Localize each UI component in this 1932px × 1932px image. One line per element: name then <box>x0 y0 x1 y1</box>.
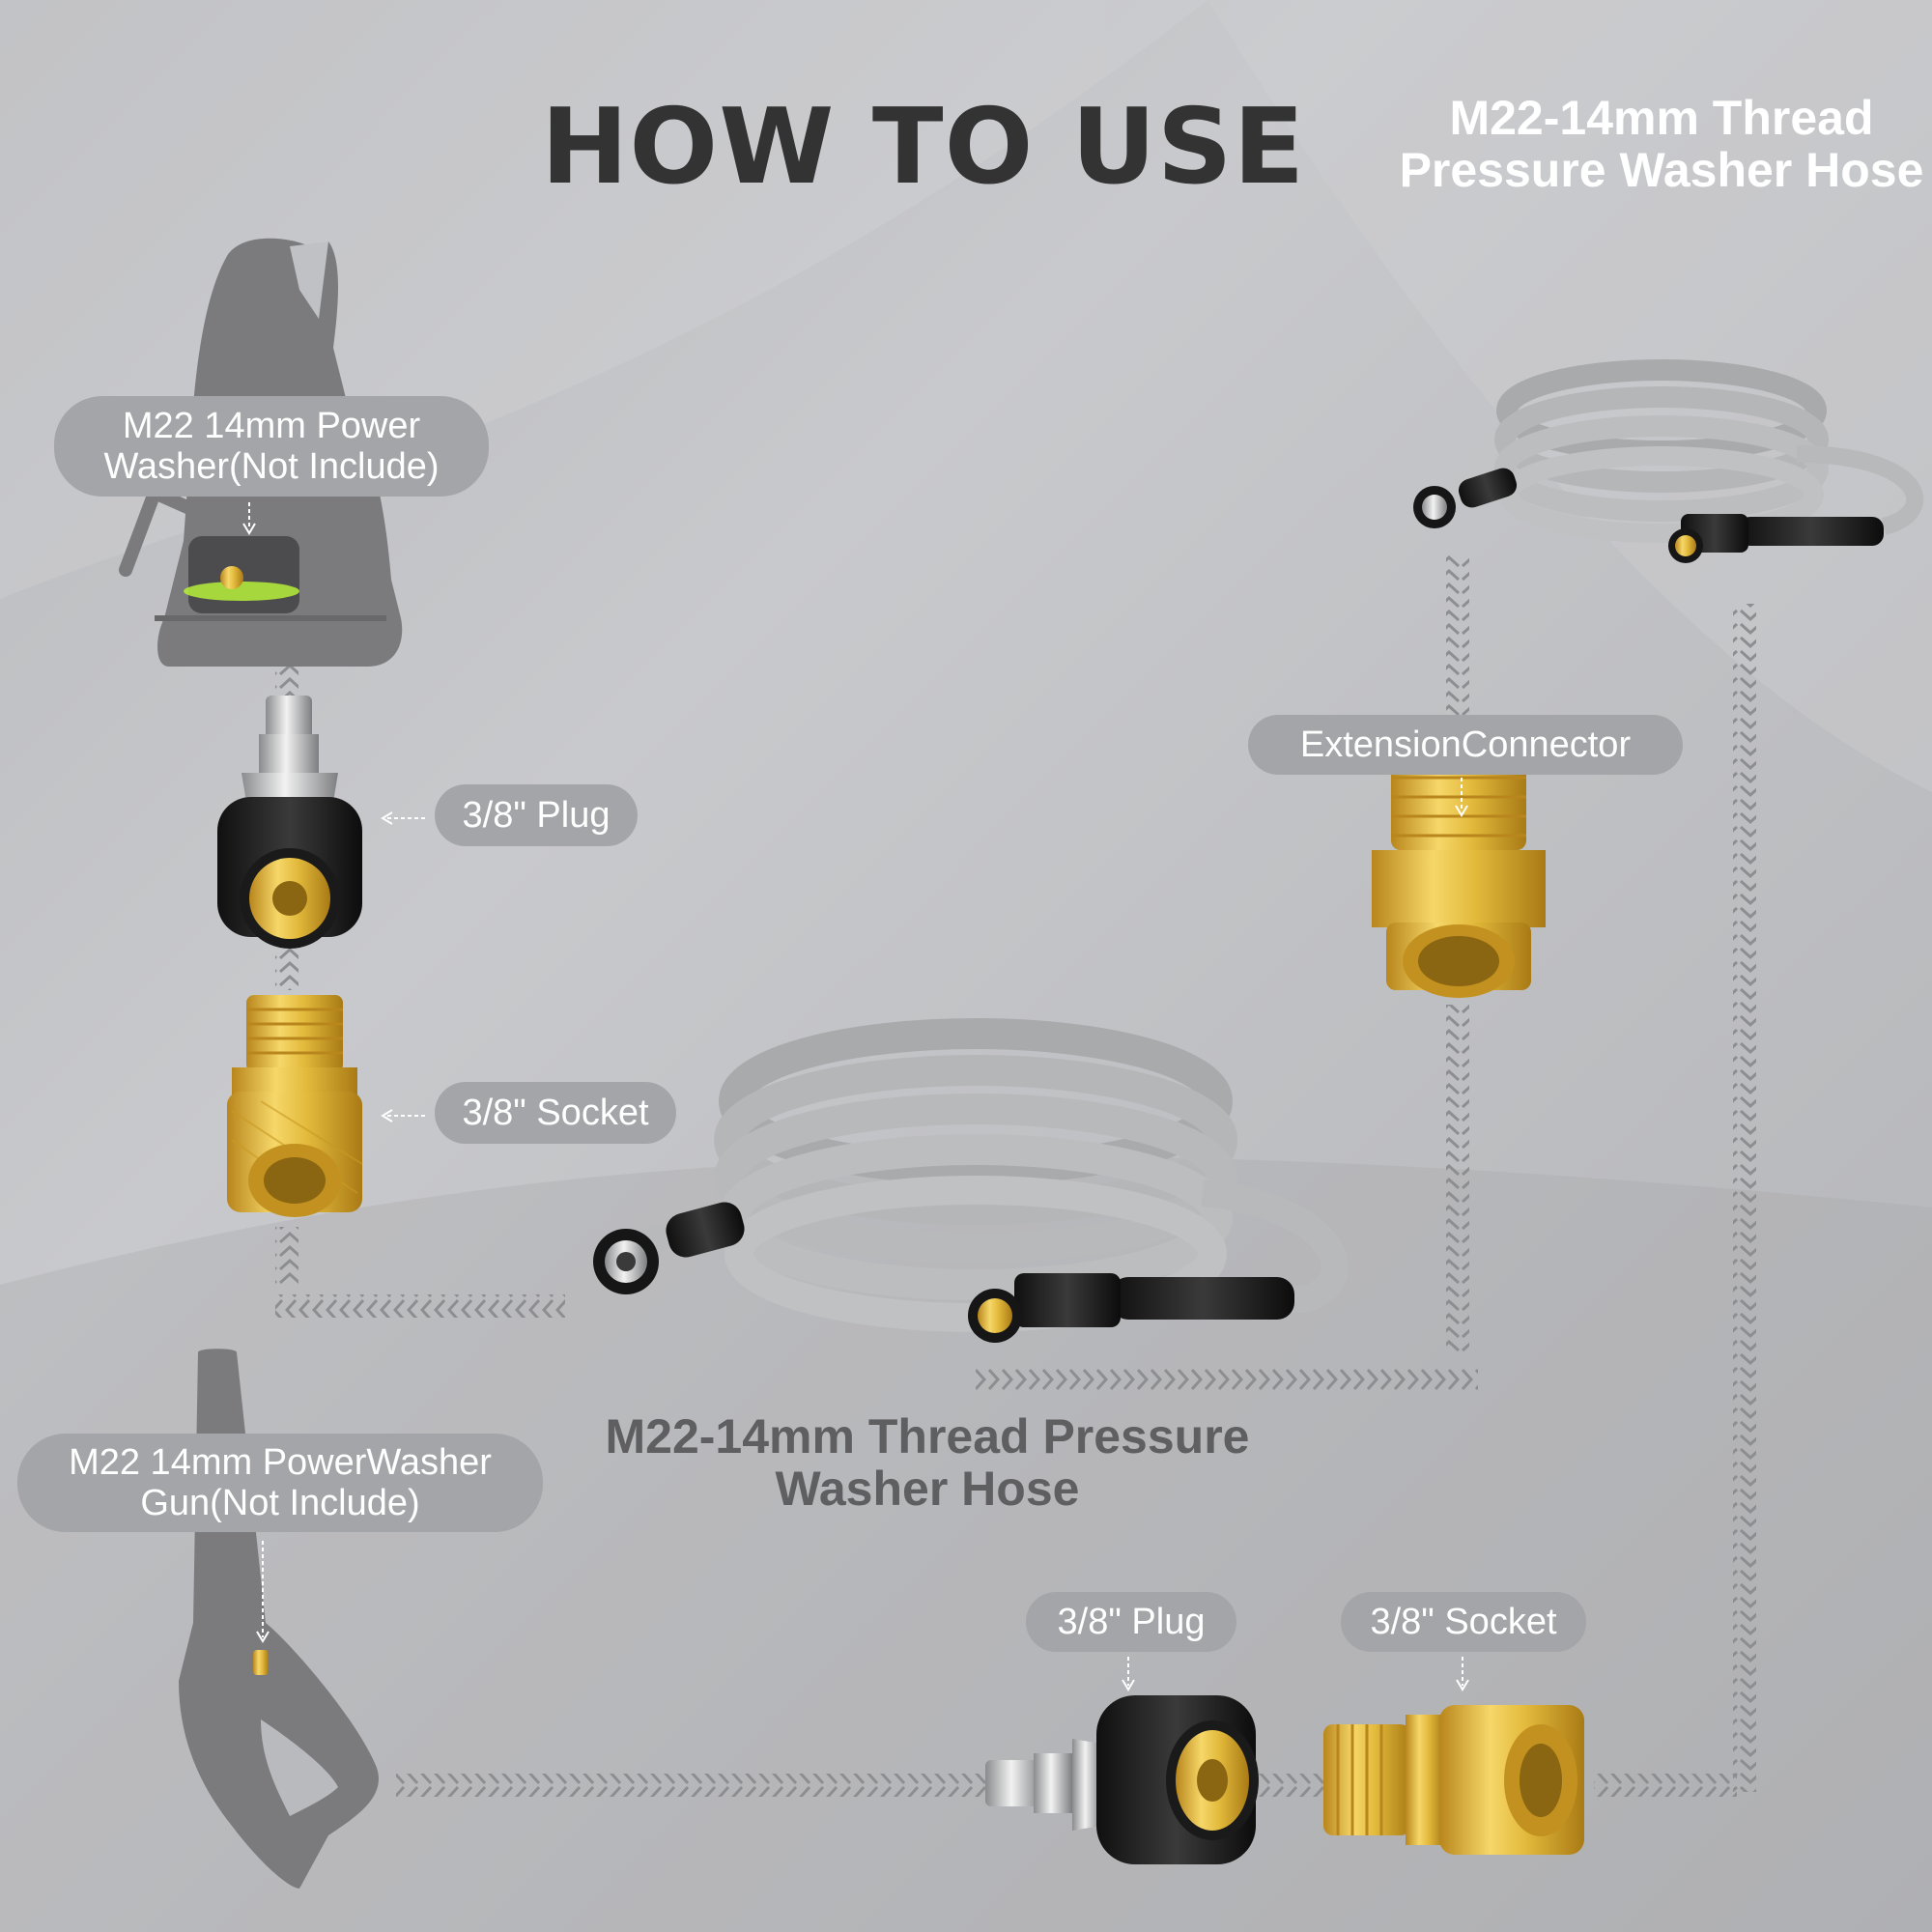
label-plug-top: 3/8" Plug <box>435 784 638 846</box>
arrow-left-to-gun <box>396 1774 985 1797</box>
socket-top-icon <box>227 995 363 1217</box>
page-title: HOW TO USE <box>541 87 1306 208</box>
arrow-up-to-plug <box>275 942 298 990</box>
arrow-left-to-socket <box>275 1294 565 1318</box>
plug-top-icon <box>217 696 362 949</box>
plug-bottom-icon <box>985 1695 1259 1864</box>
label-pointers <box>242 502 1469 1691</box>
label-socket-top: 3/8" Socket <box>435 1082 676 1144</box>
label-spray-gun: M22 14mm PowerWasher Gun(Not Include) <box>17 1434 543 1532</box>
center-hose-caption: M22-14mm Thread Pressure Washer Hose <box>605 1409 1250 1516</box>
arrow-left-to-bottom-plug <box>1256 1774 1323 1797</box>
socket-bottom-icon <box>1323 1705 1584 1855</box>
arrow-right-from-hose <box>976 1368 1478 1391</box>
arrow-left-to-bottom-socket <box>1594 1774 1737 1797</box>
label-power-washer: M22 14mm Power Washer(Not Include) <box>54 396 489 497</box>
arrow-down-from-top-hose <box>1733 604 1756 1792</box>
top-right-hose-icon <box>1413 359 1924 563</box>
arrow-up-to-top-hose <box>1446 555 1469 729</box>
label-extension-connector: ExtensionConnector <box>1248 715 1683 775</box>
top-right-caption: M22-14mm Thread Pressure Washer Hose <box>1399 91 1924 197</box>
arrow-up-to-connector <box>1446 1005 1469 1352</box>
arrow-up-to-socket <box>275 1227 298 1285</box>
center-hose-icon <box>593 1018 1349 1343</box>
label-plug-bottom: 3/8" Plug <box>1026 1592 1236 1652</box>
extension-connector-icon <box>1372 763 1546 998</box>
label-socket-bottom: 3/8" Socket <box>1341 1592 1586 1652</box>
